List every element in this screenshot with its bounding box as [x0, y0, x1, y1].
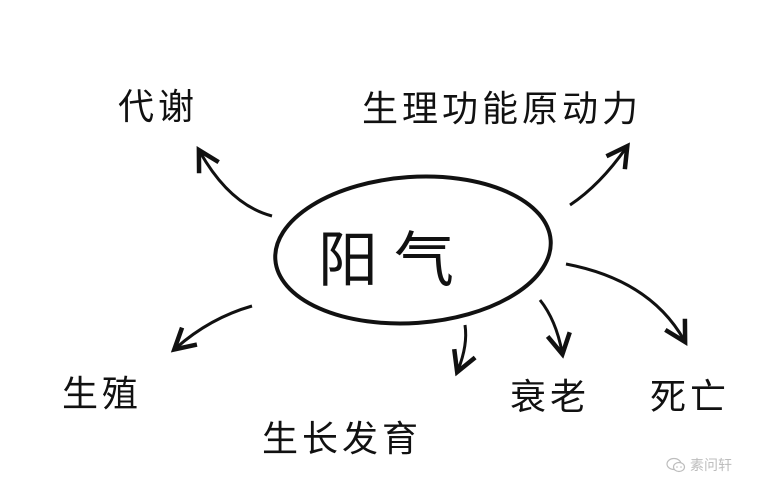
wechat-icon — [666, 457, 686, 473]
node-death: 死亡 — [650, 377, 731, 418]
arrow-to-reproduction — [176, 304, 253, 348]
center-label: 阳气 — [318, 226, 470, 296]
watermark: 素问轩 — [666, 455, 732, 475]
arrow-to-physiological-power — [569, 148, 626, 207]
node-metabolism: 代谢 — [118, 87, 199, 128]
node-physiological-power: 生理功能原动力 — [362, 89, 643, 130]
node-reproduction: 生殖 — [62, 374, 143, 415]
node-aging: 衰老 — [510, 377, 591, 418]
center-ellipse — [273, 174, 553, 326]
watermark-text: 素问轩 — [690, 458, 732, 474]
arrow-to-growth — [458, 324, 466, 370]
arrow-to-metabolism — [200, 152, 273, 218]
node-growth-development: 生长发育 — [262, 419, 423, 460]
arrow-to-aging — [538, 299, 562, 352]
arrow-to-death — [565, 262, 684, 340]
